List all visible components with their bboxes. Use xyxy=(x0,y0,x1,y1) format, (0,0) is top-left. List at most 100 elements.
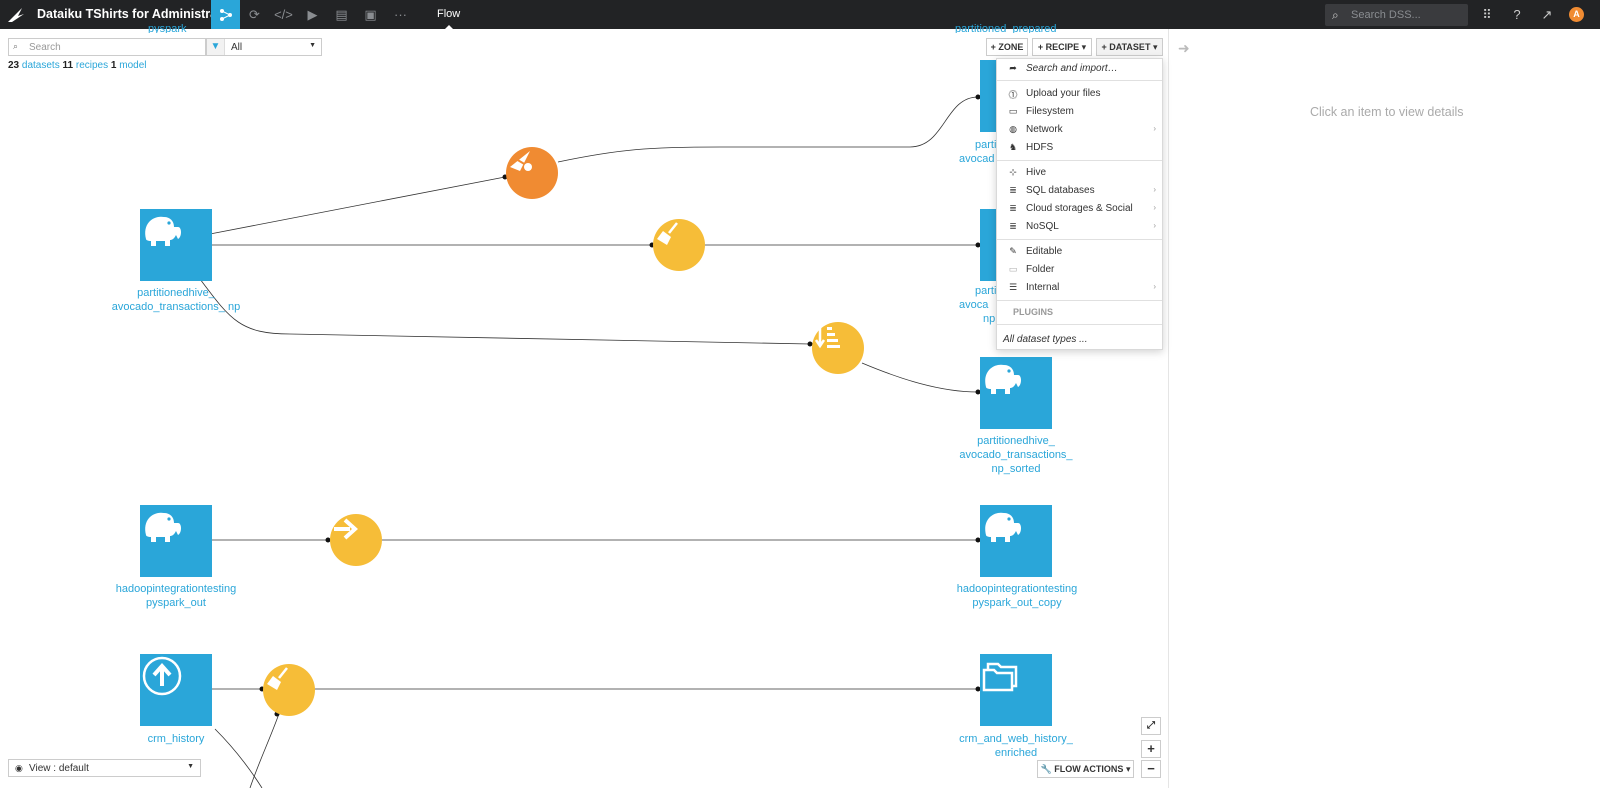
recipe-node-sort[interactable] xyxy=(812,322,864,374)
recipe-node-prepare[interactable] xyxy=(653,219,705,271)
menu-divider xyxy=(997,300,1162,301)
menu-item-search-import[interactable]: ➦ Search and import… xyxy=(997,60,1162,78)
menu-item-cloud[interactable]: ≣ Cloud storages & Social › xyxy=(997,200,1162,218)
zoom-in-button[interactable]: + xyxy=(1141,740,1161,758)
dataset-node-hive[interactable] xyxy=(980,357,1052,429)
dataset-label-partial[interactable]: pyspark xyxy=(148,23,187,33)
fullscreen-button[interactable]: ⤢ xyxy=(1141,717,1161,735)
add-recipe-button[interactable]: + RECIPE ▾ xyxy=(1032,38,1092,56)
code-icon[interactable]: </> xyxy=(274,7,293,22)
eye-icon: ◉ xyxy=(15,763,23,773)
refresh-icon[interactable]: ⟳ xyxy=(249,6,260,22)
dataset-label-partial[interactable]: partitioned_prepared xyxy=(955,23,1057,33)
models-link[interactable]: model xyxy=(119,60,147,71)
apps-grid-icon[interactable]: ⠿ xyxy=(1482,7,1492,22)
dataset-label-partial[interactable]: np xyxy=(983,313,996,325)
project-title[interactable]: Dataiku TShirts for Administrator xyxy=(37,7,234,21)
user-avatar[interactable]: A xyxy=(1569,7,1584,22)
chevron-down-icon: ▼ xyxy=(187,763,194,770)
folder-icon xyxy=(982,662,1018,692)
run-icon[interactable]: ▶ xyxy=(307,6,318,22)
menu-item-label: HDFS xyxy=(1026,142,1054,153)
menu-item-label: Upload your files xyxy=(1026,88,1101,99)
menu-item-sql[interactable]: ≣ SQL databases › xyxy=(997,182,1162,200)
current-view-label[interactable]: Flow xyxy=(437,8,461,20)
recipe-node-prepare[interactable] xyxy=(263,664,315,716)
dataset-label[interactable]: partitionedhive_ avocado_transactions_ n… xyxy=(111,287,241,313)
dataset-node-upload[interactable] xyxy=(140,654,212,726)
dataset-label[interactable]: hadoopintegrationtesting pyspark_out_cop… xyxy=(956,583,1078,609)
upload-icon xyxy=(142,656,182,696)
chevron-right-icon: › xyxy=(1153,221,1156,230)
recipe-node-sync[interactable] xyxy=(330,514,382,566)
dataset-node-hive[interactable] xyxy=(980,505,1052,577)
recipe-node-pyspark[interactable] xyxy=(506,147,558,199)
flow-type-filter-select[interactable]: ▼ All ▼ xyxy=(206,38,322,56)
datasets-link[interactable]: datasets xyxy=(21,60,60,71)
menu-item-label: NoSQL xyxy=(1026,221,1059,232)
more-icon[interactable]: ··· xyxy=(394,7,407,22)
dataset-node-folder[interactable] xyxy=(980,654,1052,726)
flow-search-input[interactable]: ⌕ Search xyxy=(8,38,206,56)
dataset-node-partial[interactable] xyxy=(980,209,998,281)
dataset-label-partial[interactable]: parti xyxy=(975,285,997,297)
filter-icon: ▼ xyxy=(207,39,225,55)
dataset-label-partial[interactable]: parti xyxy=(975,139,997,151)
zoom-out-button[interactable]: − xyxy=(1141,760,1161,778)
details-empty-hint: Click an item to view details xyxy=(1310,105,1464,119)
dataset-node-hive[interactable] xyxy=(140,209,212,281)
caret-icon: ▾ xyxy=(1152,42,1158,52)
database-icon: ≣ xyxy=(1009,203,1017,213)
activity-icon[interactable]: ↗ xyxy=(1541,7,1553,22)
menu-item-hdfs[interactable]: ♞ HDFS xyxy=(997,139,1162,157)
dataset-node-partial[interactable] xyxy=(980,60,998,132)
global-search-input[interactable]: ⌕ Search DSS... xyxy=(1325,4,1468,26)
flow-actions-button[interactable]: 🔧 FLOW ACTIONS ▾ xyxy=(1037,760,1134,778)
menu-item-network[interactable]: ◍ Network › xyxy=(997,121,1162,139)
recipes-count: 11 xyxy=(62,60,74,71)
menu-item-label: Internal xyxy=(1026,282,1060,293)
dashboard-icon[interactable]: ▤ xyxy=(335,6,348,22)
dataset-label-partial[interactable]: avocad xyxy=(959,153,995,165)
flow-canvas[interactable]: pyspark partitioned_prepared partitioned… xyxy=(0,23,1168,788)
dataset-label[interactable]: partitionedhive_ avocado_transactions_ n… xyxy=(959,435,1073,475)
menu-item-all-types[interactable]: All dataset types ... xyxy=(997,331,1162,349)
dataset-label[interactable]: crm_and_web_history_ enriched xyxy=(959,733,1073,759)
menu-divider xyxy=(997,239,1162,240)
add-dataset-menu: ➦ Search and import… ⓵ Upload your files… xyxy=(996,58,1163,350)
dataset-label-partial[interactable]: avoca xyxy=(959,299,989,311)
share-icon: ➦ xyxy=(1009,63,1017,73)
menu-item-upload[interactable]: ⓵ Upload your files xyxy=(997,85,1162,103)
dataiku-logo-icon[interactable] xyxy=(6,6,26,24)
chevron-right-icon: › xyxy=(1153,124,1156,133)
add-recipe-label: + RECIPE xyxy=(1037,42,1080,52)
filter-value: All xyxy=(231,42,243,53)
add-zone-button[interactable]: + ZONE xyxy=(986,38,1028,56)
add-dataset-button[interactable]: + DATASET ▾ xyxy=(1096,38,1163,56)
chevron-right-icon: › xyxy=(1153,282,1156,291)
plugins-section-header: PLUGINS xyxy=(1013,307,1054,317)
dataset-label[interactable]: hadoopintegrationtesting pyspark_out xyxy=(115,583,237,609)
flow-icon[interactable] xyxy=(211,0,240,29)
menu-item-label: Search and import… xyxy=(1026,63,1118,74)
menu-item-nosql[interactable]: ≣ NoSQL › xyxy=(997,218,1162,236)
menu-item-editable[interactable]: ✎ Editable xyxy=(997,243,1162,261)
dataset-node-hive[interactable] xyxy=(140,505,212,577)
collapse-panel-arrow-icon[interactable]: ➜ xyxy=(1178,40,1190,56)
menu-item-internal[interactable]: ☰ Internal › xyxy=(997,279,1162,297)
dataset-label[interactable]: crm_history xyxy=(147,733,205,745)
menu-item-hive[interactable]: ⊹ Hive xyxy=(997,164,1162,182)
menu-item-filesystem[interactable]: ▭ Filesystem xyxy=(997,103,1162,121)
caret-icon: ▾ xyxy=(1081,42,1087,52)
search-icon: ⌕ xyxy=(13,41,19,51)
menu-item-label: Filesystem xyxy=(1026,106,1074,117)
menu-divider xyxy=(997,160,1162,161)
menu-item-folder[interactable]: ▭ Folder xyxy=(997,261,1162,279)
view-select[interactable]: ◉ View : default ▼ xyxy=(8,759,201,777)
help-icon[interactable]: ? xyxy=(1513,7,1521,22)
flow-search-placeholder: Search xyxy=(29,42,61,53)
search-icon: ⌕ xyxy=(1332,8,1339,22)
wiki-icon[interactable]: ▣ xyxy=(364,6,377,22)
flow-edges xyxy=(199,94,981,788)
recipes-link[interactable]: recipes xyxy=(75,60,109,71)
